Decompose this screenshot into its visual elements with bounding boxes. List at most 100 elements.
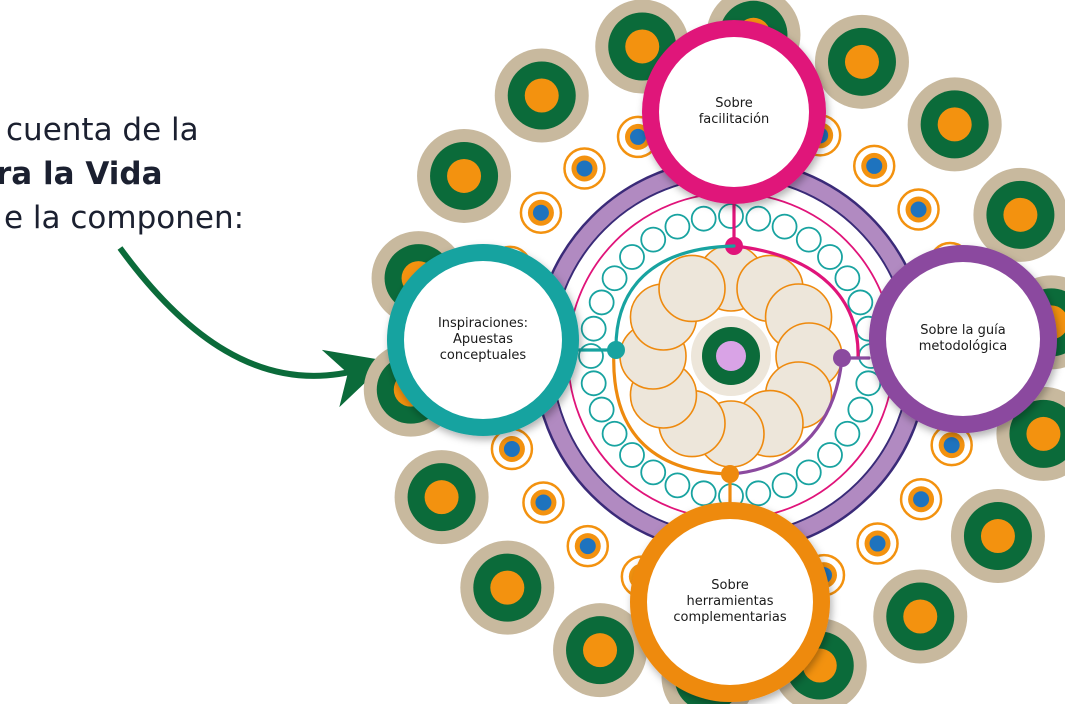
connector-dot: [833, 349, 851, 367]
outer-dot-center: [424, 480, 459, 515]
mid-dot: [490, 427, 534, 471]
section-label-line: Sobre: [715, 96, 753, 111]
section-circle[interactable]: [630, 502, 830, 702]
mid-dot-center: [503, 440, 520, 457]
bead: [640, 459, 667, 486]
bead: [601, 265, 628, 292]
mid-dot-center: [943, 437, 960, 454]
mid-dot-center: [869, 535, 886, 552]
mid-dot-center: [532, 204, 549, 221]
section-label-line: Apuestas: [453, 332, 513, 347]
bead: [588, 396, 615, 423]
mid-dot-center: [913, 491, 930, 508]
mid-dot: [899, 477, 943, 521]
bead: [580, 370, 607, 397]
bead: [847, 396, 874, 423]
section-circle-inner: [659, 37, 809, 187]
bead: [817, 244, 843, 270]
bead: [578, 343, 604, 369]
bead: [640, 226, 667, 253]
bead: [690, 480, 717, 507]
outer-dot: [907, 77, 1002, 172]
mid-dot: [563, 147, 606, 190]
outer-dot: [394, 450, 489, 545]
bead: [771, 213, 798, 240]
mid-dot: [519, 191, 563, 235]
bead: [745, 205, 772, 232]
outer-dot-center: [524, 78, 559, 113]
mid-dot-center: [579, 538, 596, 555]
section-circle[interactable]: [869, 245, 1057, 433]
bead: [834, 265, 861, 292]
bead: [588, 289, 615, 316]
bead: [619, 244, 645, 270]
mid-dot-center: [535, 494, 552, 511]
outer-dot: [973, 167, 1065, 262]
outer-dot: [553, 603, 648, 698]
outer-dot-center: [447, 158, 482, 193]
intro-line-1: cuenta de la: [6, 112, 199, 148]
bead: [580, 315, 607, 342]
section-label-line: facilitación: [698, 112, 770, 127]
pointer-arrow: [117, 246, 388, 408]
outer-dot-center: [1003, 197, 1038, 232]
section-circle-inner: [404, 261, 562, 419]
section-circles: [387, 20, 1057, 702]
mid-dot-center: [576, 160, 593, 177]
mid-dot: [566, 524, 610, 568]
section-label-line: Inspiraciones:: [437, 316, 529, 331]
outer-dot: [460, 540, 555, 635]
section-circle[interactable]: [642, 20, 826, 204]
mid-dot-center: [910, 201, 927, 218]
section-label-line: Sobre: [711, 578, 749, 593]
outer-dot-center: [490, 570, 525, 605]
center-flower: [619, 244, 843, 468]
outer-dot: [494, 48, 589, 143]
section-label-line: conceptuales: [439, 348, 527, 363]
section-label-line: Sobre la guía: [920, 323, 1006, 338]
bead: [718, 203, 744, 229]
mid-dot: [930, 423, 973, 467]
outer-dot: [950, 489, 1045, 584]
outer-dot-center: [980, 519, 1015, 554]
outer-dot-center: [937, 107, 972, 142]
mid-dot: [522, 481, 565, 524]
mid-dot: [897, 188, 940, 231]
outer-dot-center: [625, 29, 660, 64]
bead: [847, 289, 874, 316]
petal: [658, 254, 726, 323]
outer-dot: [814, 14, 909, 109]
bead: [664, 213, 691, 240]
bead: [771, 472, 798, 499]
bead: [795, 459, 822, 486]
bead: [795, 226, 822, 253]
mid-dot: [856, 522, 899, 565]
mid-dot-center: [630, 128, 647, 145]
bead: [619, 442, 645, 468]
intro-line-2: ra la Vida: [0, 156, 163, 192]
outer-dot-center: [844, 44, 879, 79]
section-circle[interactable]: [387, 244, 579, 436]
section-circle-inner: [886, 262, 1040, 416]
connector-dot: [721, 465, 739, 483]
mid-dot-center: [866, 157, 883, 174]
bead: [834, 420, 861, 447]
outer-dot-center: [1026, 416, 1061, 451]
section-label-line: metodológica: [918, 339, 1008, 354]
section-label-line: herramientas: [686, 594, 774, 609]
intro-line-3: e la componen:: [4, 200, 245, 236]
section-circle-inner: [647, 519, 813, 685]
outer-dot-center: [583, 633, 618, 668]
outer-dot: [873, 569, 968, 664]
bead: [664, 472, 691, 499]
center-lilac: [716, 341, 746, 371]
mid-dot: [852, 144, 896, 188]
bead: [817, 442, 843, 468]
connector-lines: [577, 202, 871, 504]
outer-dot-center: [903, 599, 938, 634]
